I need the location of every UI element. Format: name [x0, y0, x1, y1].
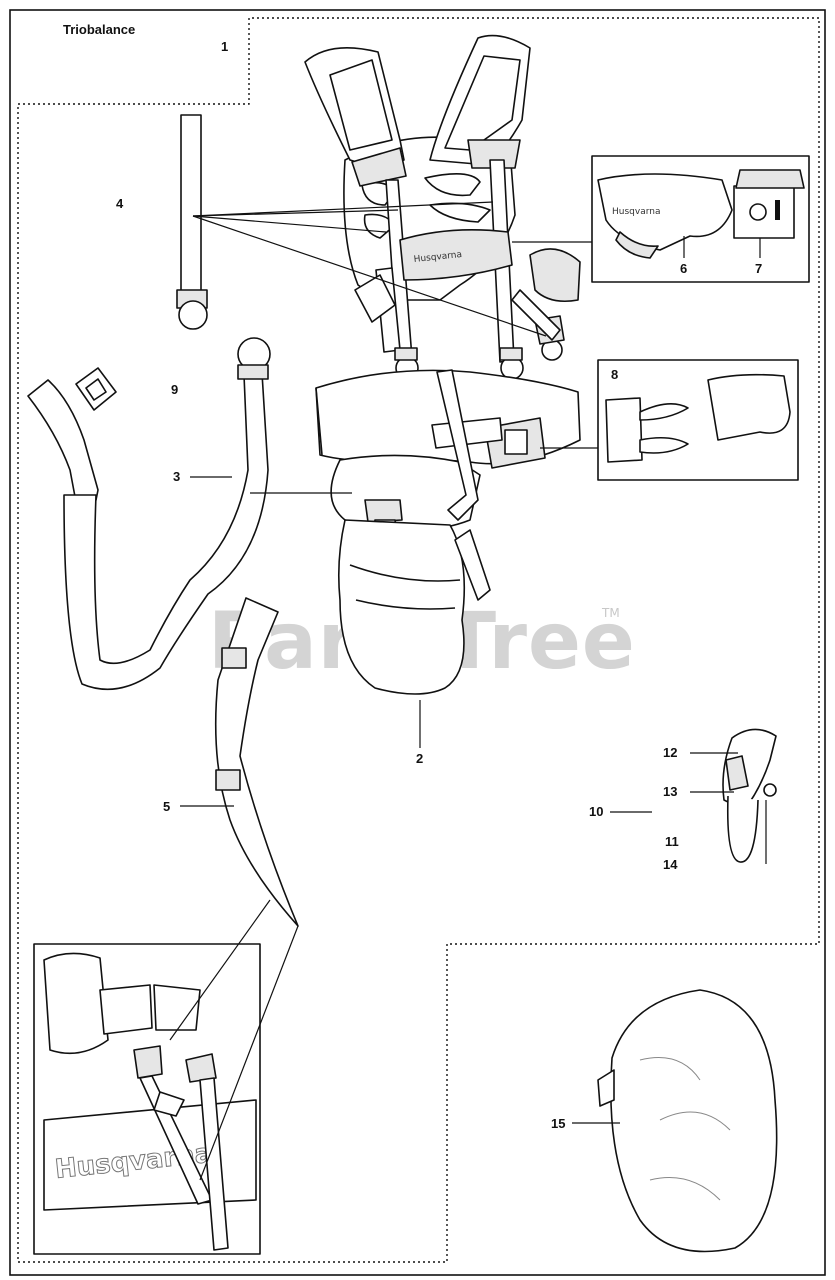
part-4-strap	[176, 114, 208, 330]
callout-10: 10	[589, 804, 603, 819]
part-5-strip	[214, 597, 299, 927]
box-brand-text: Husqvarna	[612, 207, 660, 217]
callout-9: 9	[171, 382, 178, 397]
detail-box-8	[597, 359, 799, 481]
callout-8: 8	[611, 367, 618, 382]
detail-box-6-7: Husqvarna	[591, 155, 810, 283]
outer-frame	[9, 9, 826, 1276]
callout-2: 2	[416, 751, 423, 766]
callout-labels: 1 2 3 4 5 6 7 8 9 10 11 12 13 14 15	[116, 39, 762, 1131]
callout-5: 5	[163, 799, 170, 814]
inset-detail-box: Husqvarna	[33, 943, 261, 1255]
part-15-bag	[597, 989, 778, 1253]
hook-assembly	[722, 728, 777, 863]
callout-1: 1	[221, 39, 228, 54]
part-9-buckle	[75, 367, 117, 411]
callout-11: 11	[665, 834, 679, 849]
callout-13: 13	[663, 784, 677, 799]
watermark-trademark: TM	[601, 606, 620, 620]
leader-lines	[169, 201, 767, 1181]
callout-7: 7	[755, 261, 762, 276]
callout-3: 3	[173, 469, 180, 484]
callout-14: 14	[663, 857, 678, 872]
callout-6: 6	[680, 261, 687, 276]
part-3-hose	[27, 337, 271, 691]
harness-assembly: Husqvarna	[304, 34, 581, 695]
callout-12: 12	[663, 745, 677, 760]
diagram-title: Triobalance	[63, 22, 135, 37]
callout-4: 4	[116, 196, 124, 211]
callout-15: 15	[551, 1116, 565, 1131]
